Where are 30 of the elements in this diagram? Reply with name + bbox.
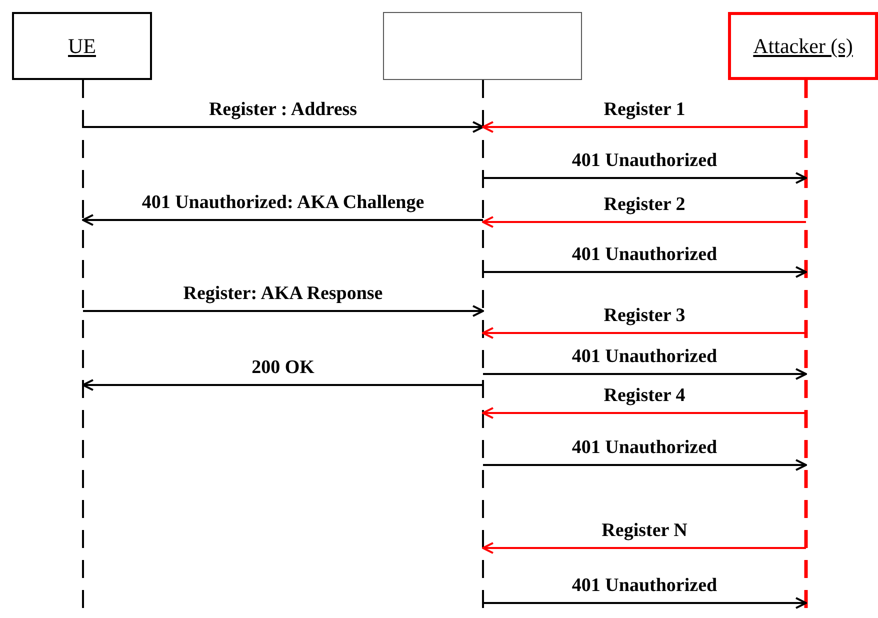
- arrow: [483, 368, 807, 380]
- arrow: [483, 266, 807, 278]
- arrow: [82, 214, 483, 226]
- arrow: [482, 327, 806, 339]
- message-label: 401 Unauthorized: [572, 437, 718, 459]
- message-label: 200 OK: [252, 357, 314, 379]
- message-label: Register: AKA Response: [183, 283, 383, 305]
- participant-name: Attacker (s): [753, 34, 853, 58]
- arrow: [483, 172, 807, 184]
- message-label: Register 1: [604, 99, 686, 121]
- message-label: Register 2: [604, 194, 686, 216]
- message-label: 401 Unauthorized: [572, 150, 718, 172]
- message-label: Register : Address: [208, 99, 358, 121]
- message-label: 401 Unauthorized: [572, 244, 718, 266]
- arrow: [482, 407, 806, 419]
- message-label: 401 Unauthorized: AKA Challenge: [142, 192, 424, 214]
- message-label: Register N: [602, 520, 688, 542]
- arrow: [483, 597, 807, 609]
- arrow: [482, 542, 806, 554]
- arrow: [83, 121, 484, 133]
- arrow: [482, 121, 806, 133]
- participant-name: UE: [68, 34, 96, 58]
- arrow: [482, 216, 806, 228]
- message-label: Register 3: [604, 305, 686, 327]
- arrow: [82, 379, 483, 391]
- arrow: [83, 305, 484, 317]
- arrow: [483, 459, 807, 471]
- message-label: 401 Unauthorized: [572, 575, 718, 597]
- message-label: 401 Unauthorized: [572, 346, 718, 368]
- message-label: Register 4: [604, 385, 686, 407]
